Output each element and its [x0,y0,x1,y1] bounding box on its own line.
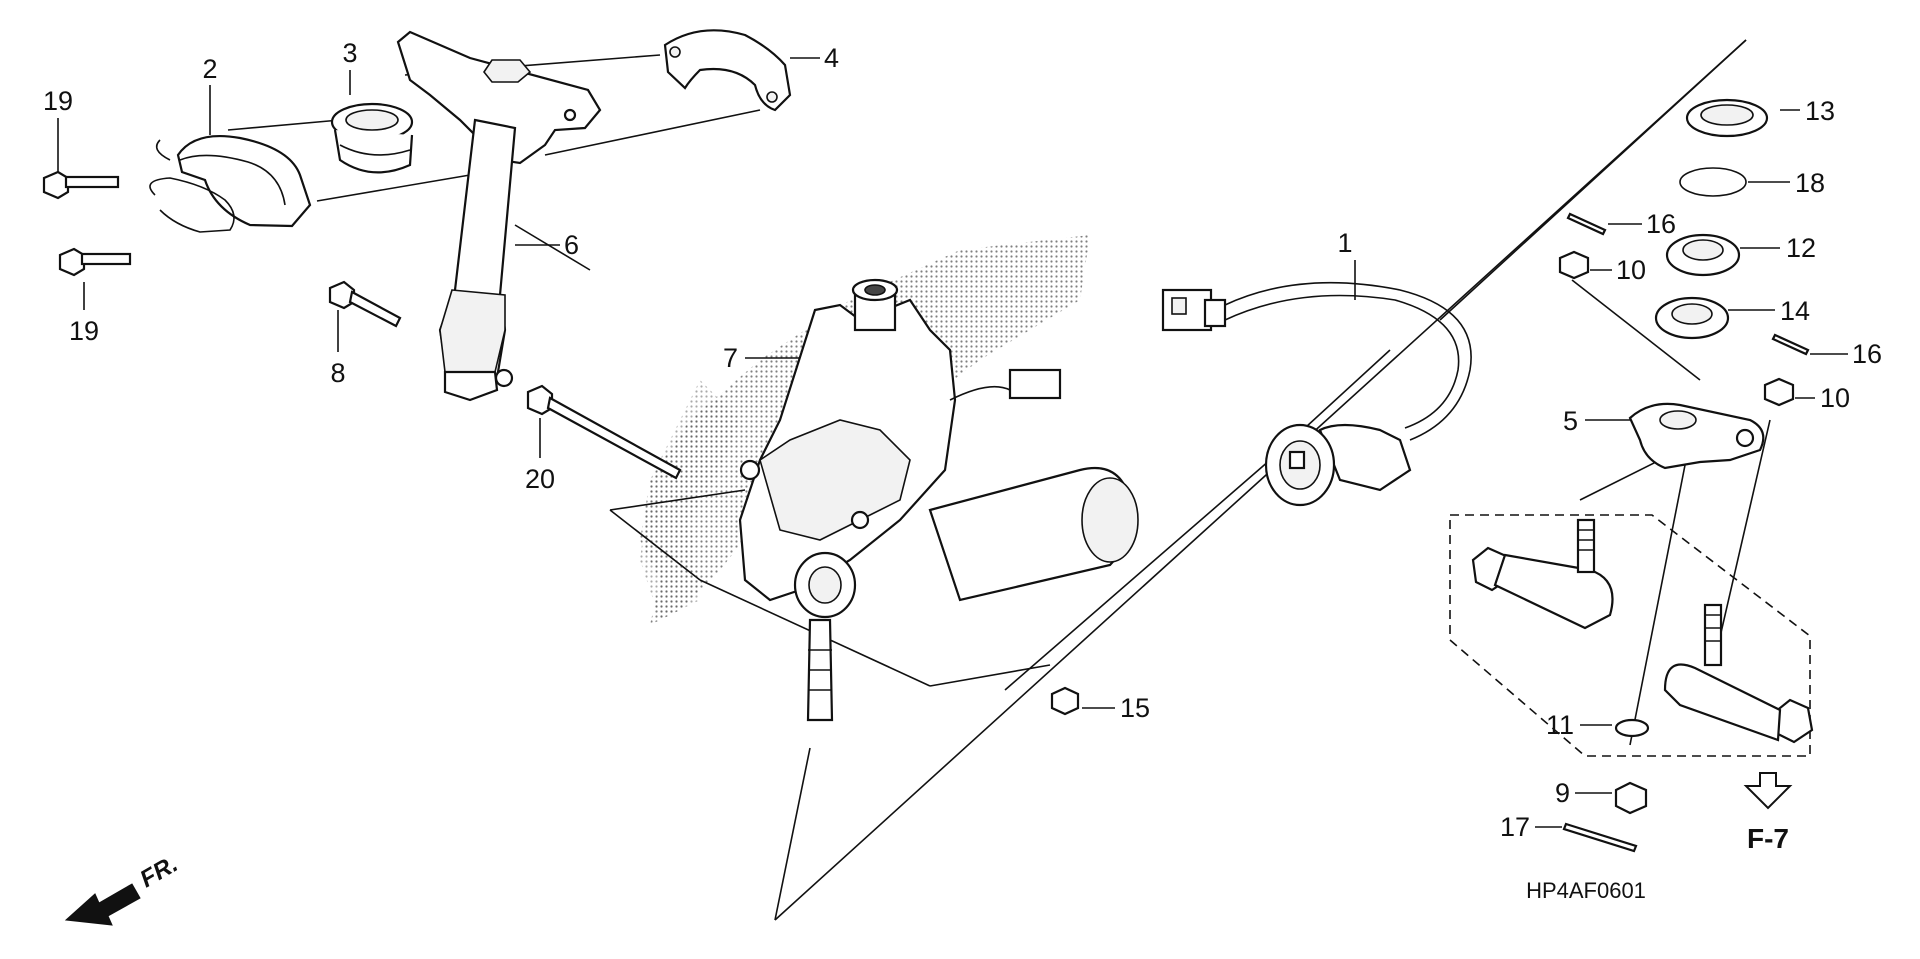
diagram-code: HP4AF0601 [1526,878,1646,903]
callout-2: 2 [202,54,217,84]
nut-part-10a [1558,250,1590,280]
tie-rod-end-left [1471,518,1614,630]
callout-4: 4 [824,43,839,73]
callout-19a: 19 [43,86,73,116]
callout-16b: 16 [1852,339,1882,369]
cotter-pin-part-16b [1771,333,1810,356]
callout-6: 6 [564,230,579,260]
callout-17: 17 [1500,812,1530,842]
cotter-pin-part-17 [1562,822,1638,853]
callout-11: 11 [1546,710,1574,740]
assembly-lines [227,39,1771,921]
bearing-stack [1654,98,1769,340]
callout-1: 1 [1337,228,1352,258]
nut-part-15 [1050,686,1080,716]
callout-14: 14 [1780,296,1810,326]
callout-8: 8 [330,358,345,388]
cotter-pin-part-16a [1566,212,1607,236]
arm-part-5 [1628,402,1765,470]
nut-part-10b [1763,377,1795,407]
callout-19b: 19 [69,316,99,346]
bolt-part-8 [328,280,402,328]
callout-labels: 1 2 3 4 5 6 7 8 9 10 10 11 12 13 14 15 1… [43,38,1882,842]
callout-13: 13 [1805,96,1835,126]
front-direction-label: FR. [136,850,183,893]
callout-15: 15 [1120,693,1150,723]
snap-ring-part-18 [1679,167,1747,197]
callout-3: 3 [342,38,357,68]
nut-part-9 [1614,781,1648,815]
seal-part-3 [330,102,414,174]
eps-unit-part-7 [738,278,1139,722]
callout-10b: 10 [1820,383,1850,413]
bolt-part-20 [526,384,682,480]
callout-10a: 10 [1616,255,1646,285]
callout-18: 18 [1795,168,1825,198]
washer-part-11 [1614,718,1650,738]
front-direction-arrow: FR. [64,850,183,926]
callout-16a: 16 [1646,209,1676,239]
holder-part-4 [663,29,792,112]
callout-12: 12 [1786,233,1816,263]
tie-rod-end-right [1663,603,1814,744]
tie-rod-box [1449,514,1811,757]
reference-label: F-7 [1747,823,1789,854]
holder-part-2 [149,134,312,233]
callout-leaders [57,57,1848,828]
reference-arrow: F-7 [1743,772,1793,854]
bolt-part-19 [42,170,132,277]
callout-7: 7 [723,343,738,373]
callout-20: 20 [525,464,555,494]
sensor-part-1 [1161,281,1472,507]
callout-9: 9 [1555,778,1570,808]
callout-5: 5 [1563,406,1578,436]
steering-shaft-part-6 [396,30,602,402]
